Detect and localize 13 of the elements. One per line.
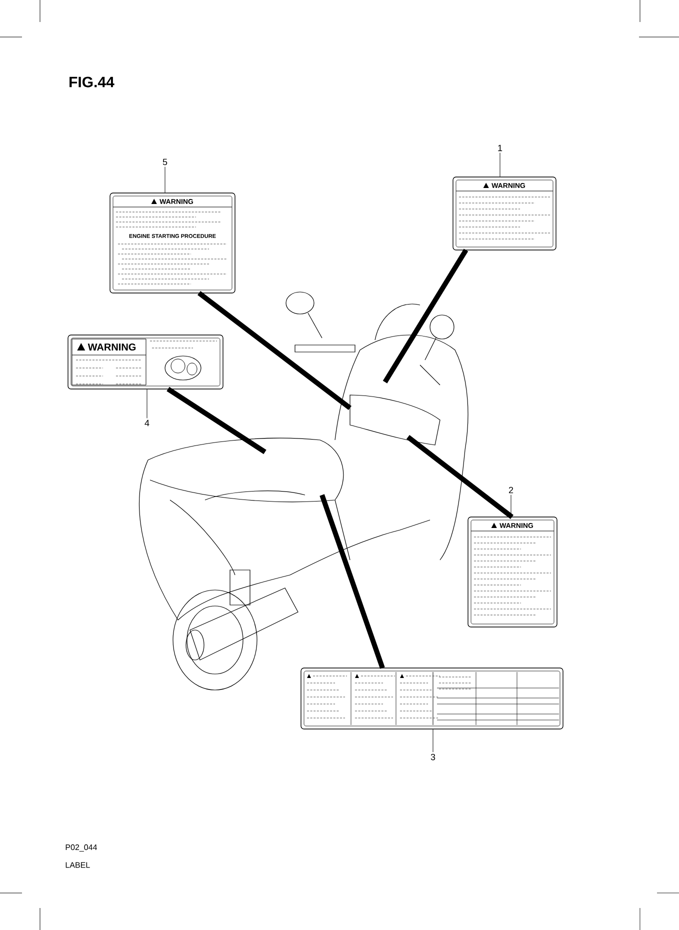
callout-number: 1 [498,144,502,152]
warning-label [300,668,564,730]
footer-text: P02_044 [66,844,97,852]
warning-label: WARNING [68,334,224,390]
callout-number: 5 [162,158,168,166]
figure-title: FIG.44 [70,76,114,88]
footer-text: LABEL [66,862,90,868]
callout-number: 2 [508,486,514,494]
leader-line [164,166,166,193]
scooter-drawing [139,292,468,690]
callout-number: 3 [430,754,436,760]
leader-line [432,729,434,752]
leader-line [146,389,148,418]
